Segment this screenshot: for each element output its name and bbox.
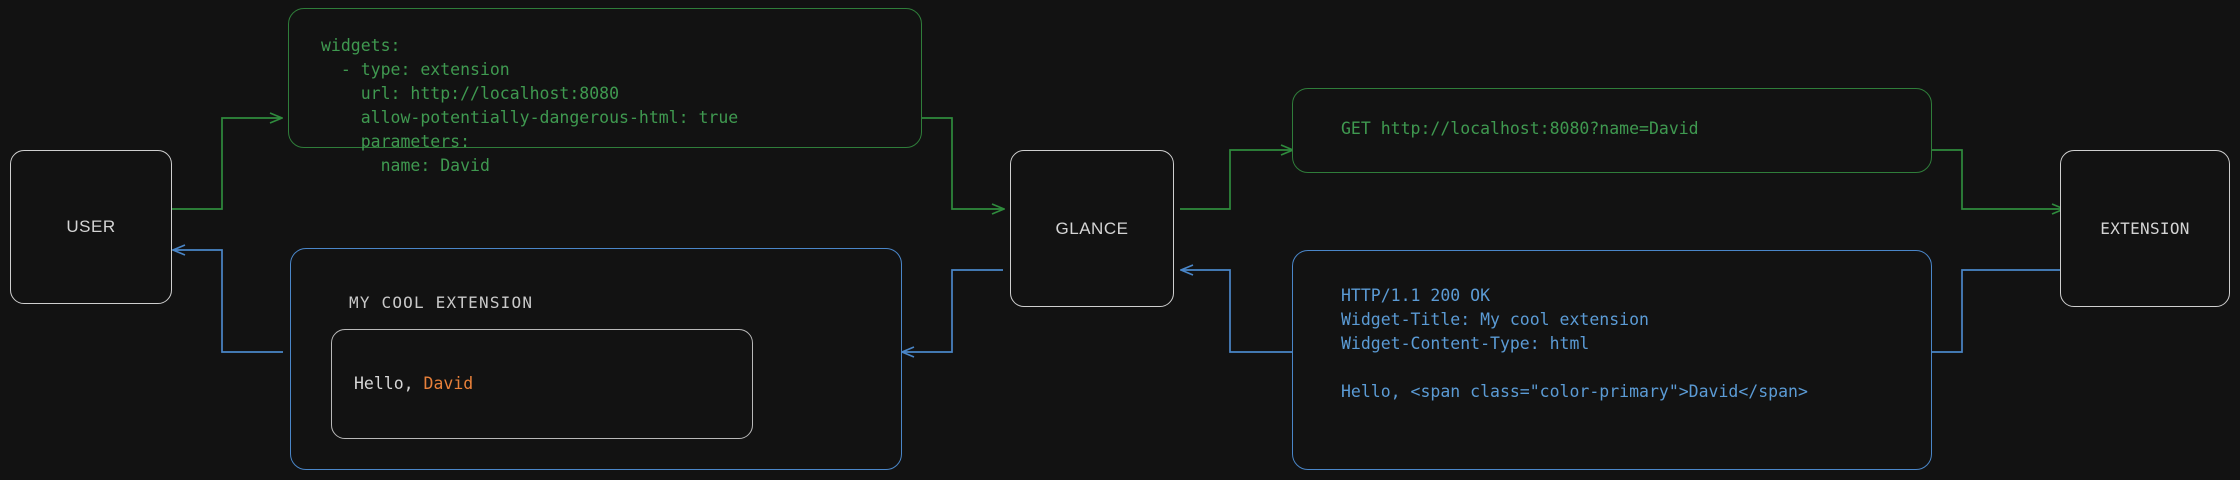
widget-preview-card: Hello, David [331,329,753,439]
node-user-label: USER [66,217,116,236]
edge-user-to-config [172,118,281,210]
config-yaml-box: widgets: - type: extension url: http://l… [288,8,922,175]
request-box: GET http://localhost:8080?name=David [1292,88,1932,173]
node-glance-label: GLANCE [1055,218,1129,238]
widget-greeting: Hello, David [354,374,473,393]
edge-glance-to-widget [903,269,1003,352]
node-glance[interactable]: GLANCE [1010,150,1174,307]
edge-request-to-extension [1932,149,2063,209]
edge-glance-to-request [1180,150,1292,210]
edge-config-to-glance [922,117,1003,209]
node-user[interactable]: USER [10,150,172,304]
widget-preview-title: MY COOL EXTENSION [349,293,534,312]
request-text: GET http://localhost:8080?name=David [1341,119,1699,138]
node-extension-label: EXTENSION [2100,219,2190,238]
config-yaml-text: widgets: - type: extension url: http://l… [321,36,739,175]
node-extension[interactable]: EXTENSION [2060,150,2230,307]
response-box: HTTP/1.1 200 OK Widget-Title: My cool ex… [1292,250,1932,470]
response-text: HTTP/1.1 200 OK Widget-Title: My cool ex… [1341,286,1808,401]
widget-preview-box: MY COOL EXTENSION Hello, David [290,248,902,470]
widget-greeting-name: David [423,374,474,393]
edge-response-to-glance [1182,270,1292,353]
widget-greeting-prefix: Hello, [354,374,424,393]
edge-widget-to-user [174,250,283,353]
